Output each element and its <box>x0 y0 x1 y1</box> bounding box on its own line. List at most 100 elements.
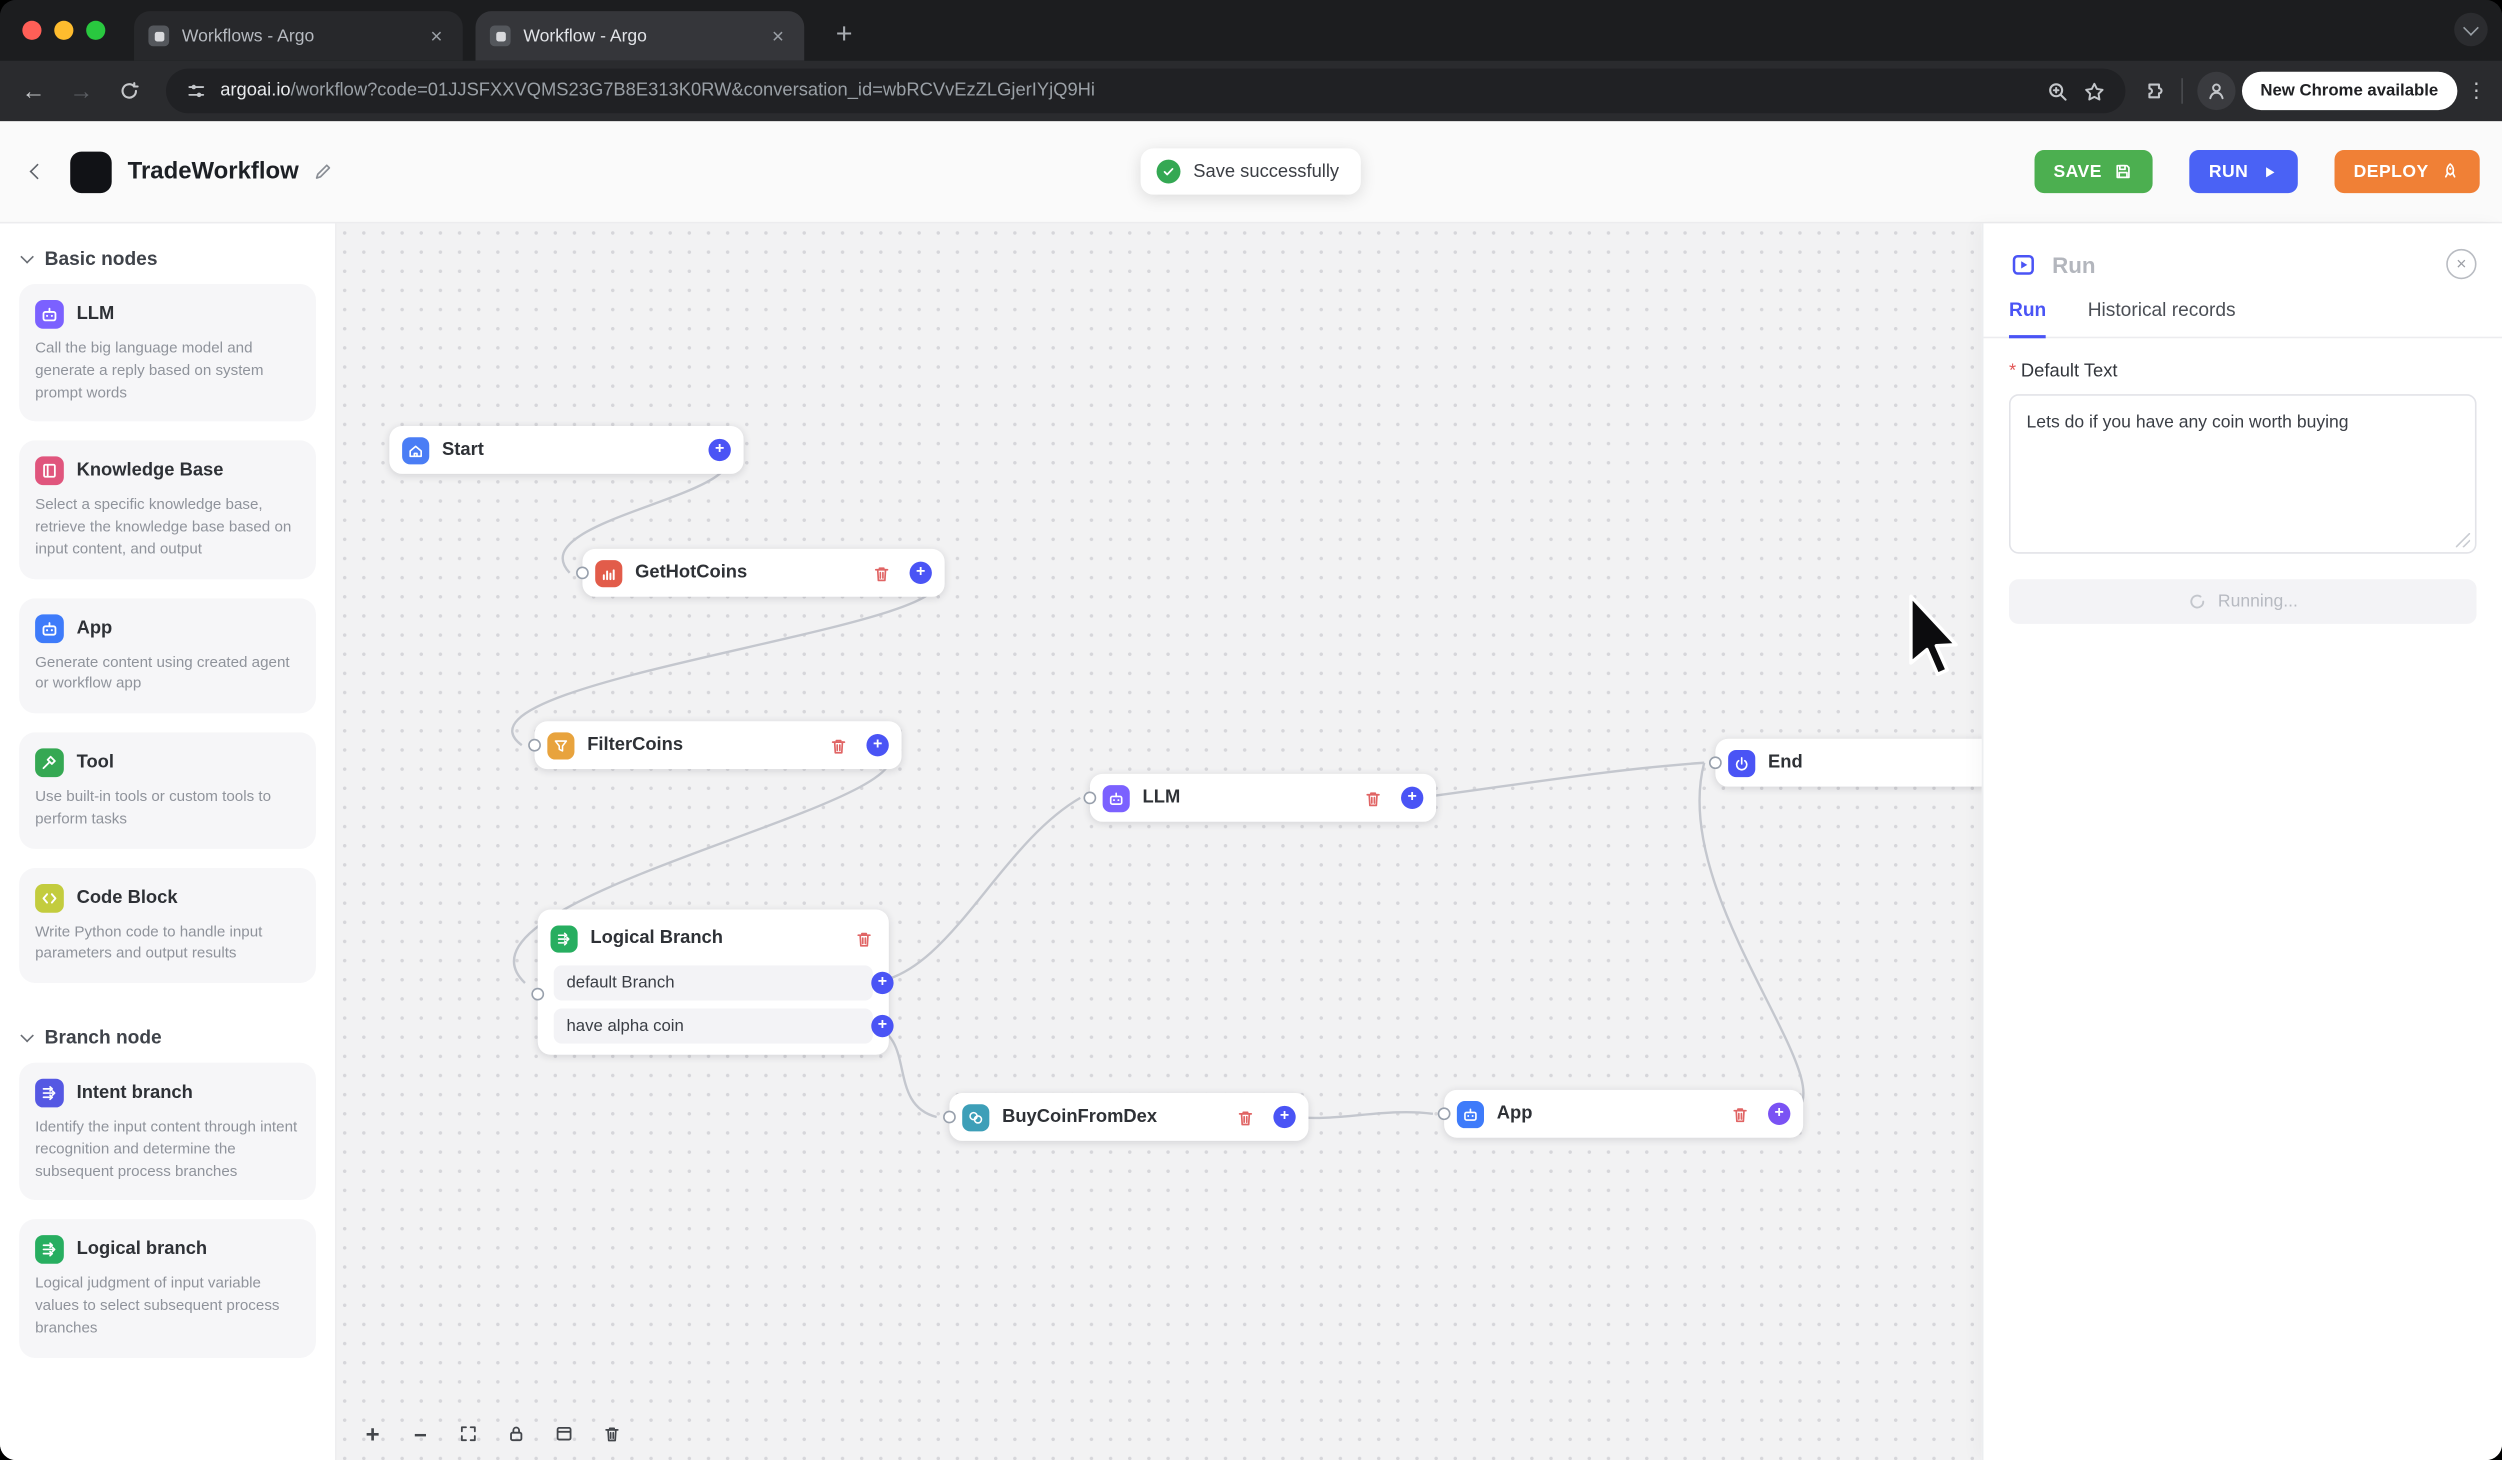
address-bar[interactable]: argoai.io/workflow?code=01JJSFXXVQMS23G7… <box>165 68 2125 114</box>
section-label: Branch node <box>44 1026 162 1049</box>
lock-canvas-button[interactable] <box>504 1422 528 1446</box>
close-panel-icon[interactable] <box>2446 248 2477 280</box>
chrome-update-chip[interactable]: New Chrome available <box>2241 71 2458 111</box>
input-port[interactable] <box>1083 791 1097 805</box>
delete-node-icon[interactable] <box>1233 1105 1257 1129</box>
app-header: TradeWorkflow Save successfully SAVE RUN… <box>0 121 2502 224</box>
delete-button[interactable] <box>600 1422 624 1446</box>
delete-node-icon[interactable] <box>870 561 894 585</box>
node-filtercoins[interactable]: FilterCoins <box>528 721 902 770</box>
coins-icon <box>962 1103 990 1131</box>
input-port[interactable] <box>1708 756 1722 770</box>
node-label: Start <box>442 440 484 460</box>
save-button[interactable]: SAVE <box>2034 149 2153 194</box>
delete-node-icon[interactable] <box>827 733 851 757</box>
forward-button[interactable] <box>61 70 102 111</box>
output-port[interactable] <box>866 734 889 757</box>
palette-item-app[interactable]: App Generate content using created agent… <box>19 597 316 714</box>
node-llm[interactable]: LLM <box>1083 773 1437 822</box>
running-label: Running... <box>2217 592 2298 612</box>
branch-row-default[interactable]: default Branch <box>553 965 894 1001</box>
input-port[interactable] <box>531 987 545 1001</box>
delete-node-icon[interactable] <box>852 926 876 950</box>
close-tab-icon[interactable] <box>766 24 790 48</box>
input-port[interactable] <box>943 1110 956 1124</box>
output-port[interactable] <box>871 1014 894 1038</box>
output-port[interactable] <box>1401 786 1424 810</box>
tab-historical-records[interactable]: Historical records <box>2087 298 2236 321</box>
run-panel-header: Run <box>1983 223 2502 292</box>
branch-row-have-alpha-coin[interactable]: have alpha coin <box>553 1008 894 1044</box>
profile-avatar[interactable] <box>2196 71 2235 111</box>
branch-label: have alpha coin <box>566 1016 684 1036</box>
workflow-logo <box>70 150 112 193</box>
node-start[interactable]: Start <box>389 426 744 474</box>
reload-button[interactable] <box>109 70 150 111</box>
palette-item-llm[interactable]: LLM Call the big language model and gene… <box>19 284 316 422</box>
branch-node-header: Logical Branch <box>550 919 877 957</box>
card-title: LLM <box>76 304 115 324</box>
power-icon <box>1728 749 1756 777</box>
browser-menu-icon[interactable] <box>2464 72 2490 110</box>
card-title: App <box>76 618 113 638</box>
input-port[interactable] <box>1437 1107 1451 1121</box>
floppy-icon <box>2113 161 2134 182</box>
output-port[interactable] <box>708 438 731 462</box>
node-gethotcoins[interactable]: GetHotCoins <box>576 548 945 597</box>
edit-title-icon[interactable] <box>313 161 334 182</box>
bookmark-star-icon[interactable] <box>2082 79 2106 103</box>
resize-handle[interactable] <box>2455 532 2471 548</box>
code-icon <box>35 883 64 913</box>
palette-item-code-block[interactable]: Code Block Write Python code to handle i… <box>19 867 316 984</box>
maximize-window-button[interactable] <box>86 20 106 40</box>
running-button[interactable]: Running... <box>2008 579 2477 624</box>
output-port[interactable] <box>1273 1105 1296 1129</box>
palette-item-logical-branch[interactable]: Logical branch Logical judgment of input… <box>19 1219 316 1358</box>
node-app[interactable]: App <box>1437 1089 1804 1138</box>
argo-favicon <box>148 25 170 47</box>
input-port[interactable] <box>576 566 589 580</box>
url-path: /workflow?code=01JJSFXXVQMS23G7B8E313K0R… <box>290 81 1096 101</box>
tab-run[interactable]: Run <box>2008 298 2047 339</box>
deploy-button[interactable]: DEPLOY <box>2334 149 2480 194</box>
card-title: Logical branch <box>76 1240 208 1260</box>
delete-node-icon[interactable] <box>1361 786 1385 810</box>
minimize-window-button[interactable] <box>54 20 74 40</box>
zoom-in-button[interactable] <box>361 1422 385 1446</box>
palette-item-intent-branch[interactable]: Intent branch Identify the input content… <box>19 1063 316 1201</box>
close-tab-icon[interactable] <box>424 24 448 48</box>
window-controls <box>22 20 106 40</box>
palette-item-tool[interactable]: Tool Use built-in tools or custom tools … <box>19 732 316 849</box>
back-chevron-button[interactable] <box>22 157 51 186</box>
delete-node-icon[interactable] <box>1728 1102 1752 1126</box>
back-button[interactable] <box>13 70 54 111</box>
workflow-canvas[interactable]: Start GetHotCoins FilterCoins LL <box>335 223 1982 1460</box>
input-port[interactable] <box>528 738 541 752</box>
output-port[interactable] <box>1768 1102 1791 1125</box>
output-port[interactable] <box>871 971 894 995</box>
zoom-out-button[interactable] <box>408 1422 432 1446</box>
node-buycoinfromdex[interactable]: BuyCoinFromDex <box>943 1093 1309 1141</box>
output-port[interactable] <box>909 561 932 585</box>
palette-item-knowledge-base[interactable]: Knowledge Base Select a specific knowled… <box>19 440 316 579</box>
section-basic-nodes[interactable]: Basic nodes <box>0 223 335 284</box>
section-branch-node[interactable]: Branch node <box>0 1002 335 1063</box>
tab-workflow-active[interactable]: Workflow - Argo <box>475 11 805 61</box>
zoom-icon[interactable] <box>2045 79 2069 103</box>
extensions-icon[interactable] <box>2141 78 2167 104</box>
panel-title: Run <box>2052 251 2096 277</box>
chevron-left-icon <box>28 163 45 180</box>
tab-search-button[interactable] <box>2454 12 2488 47</box>
node-logical-branch[interactable]: Logical Branch default Branch have alpha… <box>531 909 894 1055</box>
run-button[interactable]: RUN <box>2189 149 2298 194</box>
close-window-button[interactable] <box>22 20 42 40</box>
default-text-input[interactable]: Lets do if you have any coin worth buyin… <box>2008 394 2477 554</box>
node-end[interactable]: End <box>1708 738 1982 787</box>
tab-workflows[interactable]: Workflows - Argo <box>134 11 463 61</box>
layout-button[interactable] <box>552 1422 576 1446</box>
card-desc: Identify the input content through inten… <box>35 1118 298 1181</box>
panel-tabs: Run Historical records <box>1983 292 2502 339</box>
fit-view-button[interactable] <box>456 1422 480 1446</box>
site-settings-icon[interactable] <box>185 80 207 102</box>
new-tab-button[interactable] <box>823 13 864 54</box>
